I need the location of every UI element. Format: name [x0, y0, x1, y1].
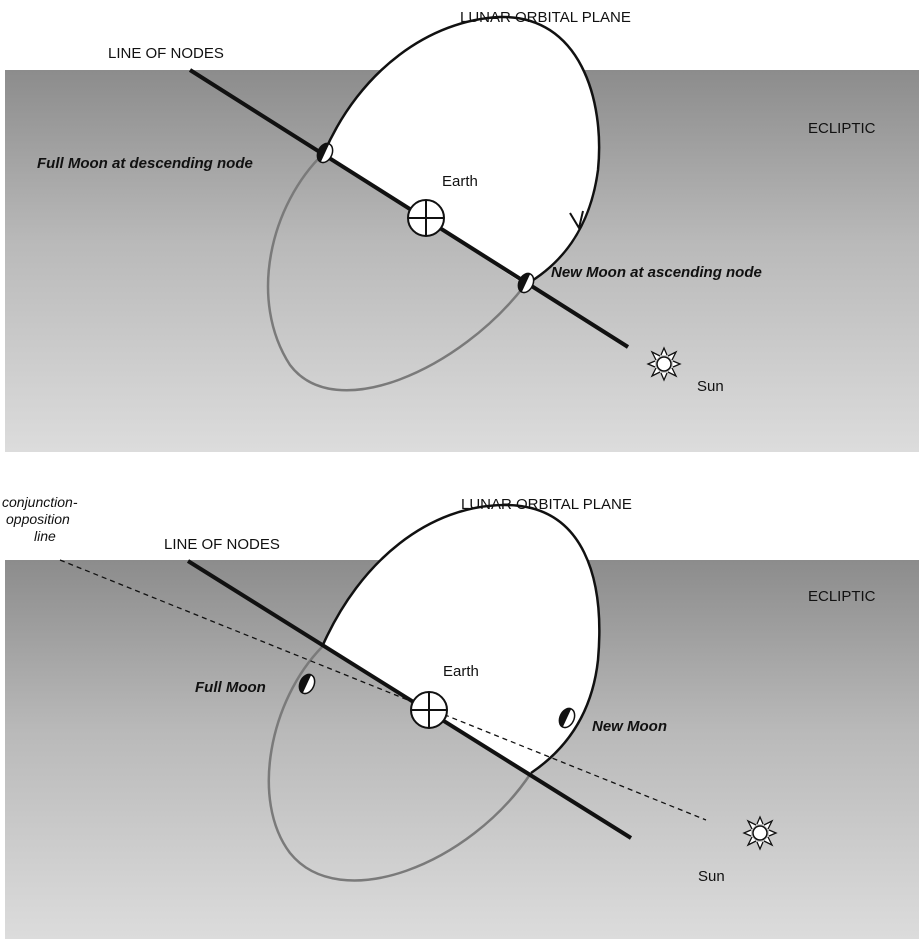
full-moon-icon	[298, 673, 316, 695]
sun-label-bottom: Sun	[698, 868, 725, 885]
earth-icon	[410, 691, 448, 729]
new-moon-label: New Moon	[592, 718, 667, 735]
orbit-upper-arc-top	[322, 15, 601, 287]
orbital-plane-label-top: LUNAR ORBITAL PLANE	[460, 9, 631, 26]
full-moon-label: Full Moon	[195, 679, 266, 696]
orbit-upper-region-bottom	[322, 505, 600, 773]
conjunction-label-line2: opposition	[6, 511, 70, 527]
orbit-upper-arc-bottom	[320, 503, 601, 775]
moon-ascending-node-icon	[517, 272, 535, 294]
line-of-nodes-label-bottom: LINE OF NODES	[164, 536, 280, 553]
earth-label-top: Earth	[442, 173, 478, 190]
line-of-nodes-label-top: LINE OF NODES	[108, 45, 224, 62]
conjunction-label-line1: conjunction-	[2, 494, 78, 510]
orbit-lower-arc-bottom	[267, 646, 533, 882]
sun-icon	[742, 815, 778, 851]
new-moon-icon	[558, 707, 576, 729]
new-moon-ascending-label: New Moon at ascending node	[551, 264, 762, 281]
orbital-plane-label-bottom: LUNAR ORBITAL PLANE	[461, 496, 632, 513]
orbit-upper-region-top	[324, 16, 600, 285]
line-of-nodes-bottom	[186, 559, 633, 840]
orbit-direction-arrow-top	[569, 210, 584, 231]
top-panel: LUNAR ORBITAL PLANE LINE OF NODES ECLIPT…	[5, 9, 919, 452]
ecliptic-label-top: ECLIPTIC	[808, 120, 876, 137]
earth-icon	[407, 199, 445, 237]
conjunction-opposition-line	[59, 559, 707, 821]
conjunction-label-line3: line	[34, 528, 56, 544]
earth-label-bottom: Earth	[443, 663, 479, 680]
orbit-lower-arc-top	[266, 152, 526, 392]
ecliptic-label-bottom: ECLIPTIC	[808, 588, 876, 605]
bottom-panel: conjunction- opposition line LUNAR ORBIT…	[2, 494, 919, 939]
moon-descending-node-icon	[316, 142, 334, 164]
line-of-nodes-top	[188, 68, 630, 349]
sun-label-top: Sun	[697, 378, 724, 395]
sun-icon	[646, 346, 682, 382]
full-moon-descending-label: Full Moon at descending node	[37, 155, 253, 172]
